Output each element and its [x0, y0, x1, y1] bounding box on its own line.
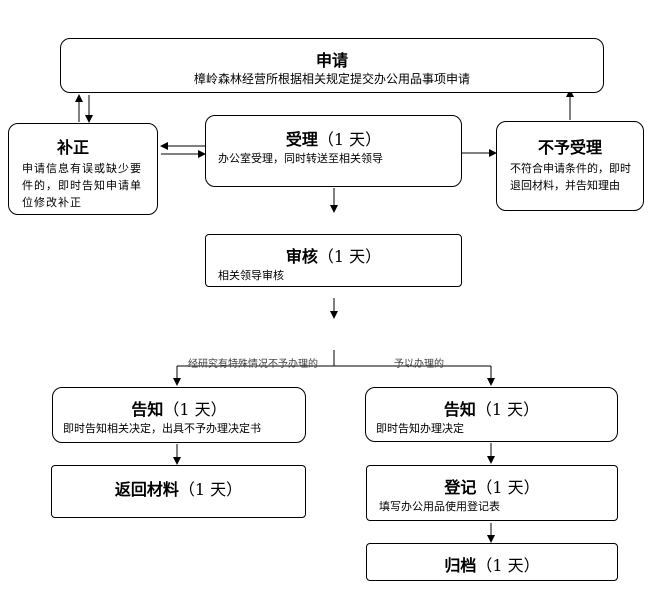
node-notify-approve-period: （1 天）: [475, 400, 540, 419]
node-supplement: 补正 申请信息有误或缺少要件的，即时告知申请单位修改补正: [8, 123, 158, 215]
node-apply-desc: 樟岭森林经营所根据相关规定提交办公用品事项申请: [193, 72, 470, 86]
node-return-period: （1 天）: [178, 480, 243, 499]
node-register: 登记（1 天） 填写办公用品使用登记表: [366, 465, 618, 521]
node-notify-refuse-title: 告知: [131, 400, 164, 419]
node-register-title: 登记: [444, 478, 477, 497]
node-accept-title: 受理: [285, 130, 318, 149]
node-reject: 不予受理 不符合申请条件的，即时退回材料，并告知理由: [496, 121, 644, 211]
node-archive: 归档（1 天）: [366, 543, 618, 581]
node-accept-desc: 办公室受理，同时转送至相关领导: [218, 152, 383, 165]
branch-label-approve: 予以办理的: [394, 359, 444, 370]
node-return: 返回材料（1 天）: [51, 465, 306, 518]
node-notify-refuse-desc: 即时告知相关决定，出具不予办理决定书: [63, 422, 261, 435]
node-notify-refuse: 告知（1 天） 即时告知相关决定，出具不予办理决定书: [52, 387, 306, 443]
node-apply: 申请 樟岭森林经营所根据相关规定提交办公用品事项申请: [60, 38, 604, 93]
node-notify-approve-heading: 告知（1 天）: [366, 396, 617, 420]
node-reject-desc: 不符合申请条件的，即时退回材料，并告知理由: [510, 162, 631, 192]
node-return-title: 返回材料: [114, 480, 179, 499]
node-register-desc: 填写办公用品使用登记表: [379, 500, 500, 513]
node-accept-period: （1 天）: [317, 130, 382, 149]
node-notify-approve-title: 告知: [443, 400, 476, 419]
node-register-period: （1 天）: [476, 478, 540, 497]
node-return-heading: 返回材料（1 天）: [52, 476, 305, 500]
node-register-heading: 登记（1 天）: [367, 474, 617, 498]
node-accept: 受理（1 天） 办公室受理，同时转送至相关领导: [205, 115, 462, 187]
node-notify-approve-desc: 即时告知办理决定: [376, 422, 464, 435]
node-archive-heading: 归档（1 天）: [367, 552, 617, 576]
node-review-heading: 审核（1 天）: [206, 243, 461, 267]
node-apply-title: 申请: [315, 51, 348, 70]
node-supplement-desc: 申请信息有误或缺少要件的，即时告知申请单位修改补正: [22, 162, 142, 209]
node-review-title: 审核: [285, 247, 318, 266]
node-supplement-title: 补正: [56, 138, 89, 157]
branch-label-refuse: 经研究有特殊情况不予办理的: [188, 359, 318, 370]
node-review-desc: 相关领导审核: [218, 269, 284, 282]
node-review: 审核（1 天） 相关领导审核: [205, 234, 462, 287]
node-accept-heading: 受理（1 天）: [206, 126, 461, 150]
node-notify-refuse-period: （1 天）: [163, 400, 227, 419]
node-archive-title: 归档: [444, 556, 477, 575]
node-review-period: （1 天）: [317, 247, 382, 266]
node-archive-period: （1 天）: [476, 556, 540, 575]
node-reject-title: 不予受理: [537, 138, 602, 157]
node-notify-refuse-heading: 告知（1 天）: [53, 396, 305, 420]
node-notify-approve: 告知（1 天） 即时告知办理决定: [365, 387, 618, 442]
